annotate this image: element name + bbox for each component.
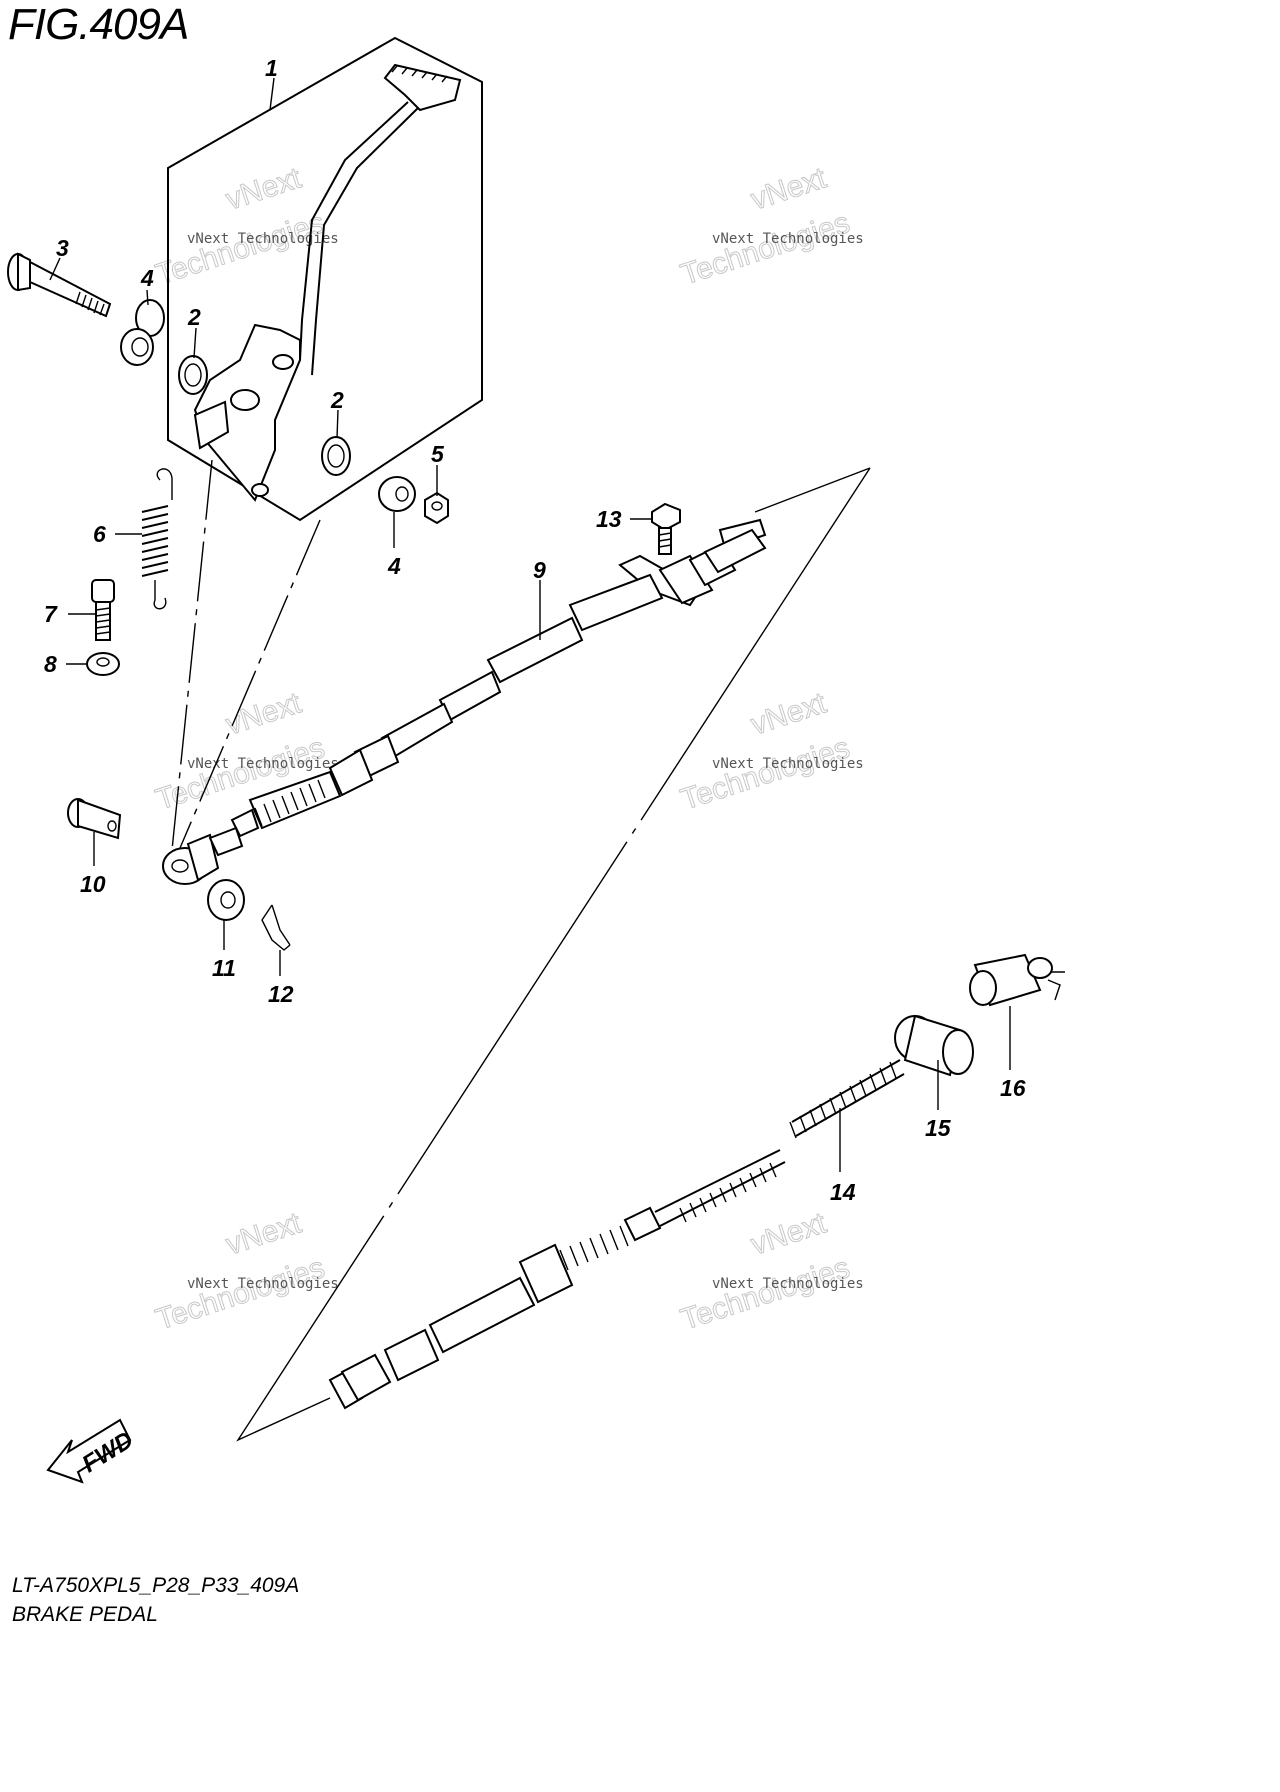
return-spring [141, 468, 173, 610]
callout-13: 13 [596, 506, 622, 532]
washer-11 [207, 879, 245, 921]
leader-4-left [146, 289, 149, 306]
callout-4: 4 [140, 265, 154, 291]
collar-right [378, 476, 416, 512]
nut-8 [86, 652, 120, 676]
cotter-pin [261, 904, 291, 951]
leader-2-right [336, 409, 339, 439]
cable-outline [754, 467, 871, 513]
section-name: BRAKE PEDAL [12, 1603, 158, 1626]
cable-outline [236, 467, 871, 1442]
callout-5: 5 [431, 441, 445, 467]
callout-11: 11 [212, 955, 236, 981]
svg-text:vNext: vNext [222, 686, 306, 741]
svg-text:vNext Technologies: vNext Technologies [187, 756, 339, 772]
svg-text:vNext Technologies: vNext Technologies [187, 231, 339, 247]
pedal-assembly-box [167, 36, 483, 522]
callout-3: 3 [56, 235, 69, 261]
callout-8: 8 [44, 651, 57, 677]
callout-2: 2 [330, 387, 344, 413]
fwd-arrow: FWD [46, 1418, 138, 1484]
clevis-pin [67, 798, 122, 840]
bolt-13 [651, 502, 681, 555]
svg-text:vNext: vNext [222, 1206, 306, 1261]
callout-14: 14 [830, 1179, 856, 1205]
svg-text:Technologies: Technologies [152, 1251, 329, 1337]
callout-1: 1 [265, 55, 278, 81]
guide-line [171, 459, 213, 851]
brake-cable-upper [162, 518, 767, 885]
collar-left [120, 299, 165, 366]
leader-3 [49, 257, 61, 281]
oil-seal-right [321, 436, 351, 476]
watermark: vNext Technologies vNext Technologies [676, 686, 864, 817]
oil-seal-left [178, 355, 208, 395]
svg-text:Technologies: Technologies [677, 1251, 854, 1337]
svg-text:vNext Technologies: vNext Technologies [712, 1276, 864, 1292]
callout-15: 15 [925, 1115, 952, 1141]
brake-pedal [193, 63, 462, 502]
svg-text:vNext Technologies: vNext Technologies [187, 1276, 339, 1292]
callout-6: 6 [93, 521, 106, 547]
svg-text:vNext: vNext [747, 1206, 831, 1261]
callout-4: 4 [387, 553, 401, 579]
watermark: vNext Technologies vNext Technologies [676, 161, 864, 292]
callout-12: 12 [268, 981, 294, 1007]
leader-1 [269, 77, 275, 111]
svg-text:vNext: vNext [747, 686, 831, 741]
guide-line [179, 519, 321, 849]
callout-7: 7 [44, 601, 58, 627]
callout-9: 9 [533, 557, 546, 583]
callout-10: 10 [80, 871, 106, 897]
bolt-7 [91, 579, 115, 641]
callout-16: 16 [1000, 1075, 1026, 1101]
svg-text:Technologies: Technologies [152, 206, 329, 292]
figure-title: FIG.409A [8, 0, 189, 49]
svg-text:Technologies: Technologies [677, 206, 854, 292]
svg-text:vNext Technologies: vNext Technologies [712, 756, 864, 772]
watermark: vNext Technologies vNext Technologies [676, 1206, 864, 1337]
callout-2: 2 [187, 304, 201, 330]
brake-cable-lower [328, 953, 1065, 1410]
callouts: 1 3 4 2 2 5 4 6 7 8 13 9 10 11 12 14 15 … [44, 55, 1026, 1205]
watermark: vNext Technologies vNext Technologies [151, 1206, 339, 1337]
leader-lines [49, 77, 1011, 1172]
svg-text:Technologies: Technologies [677, 731, 854, 817]
svg-text:vNext: vNext [222, 161, 306, 216]
nut-5 [424, 491, 449, 525]
svg-text:vNext: vNext [747, 161, 831, 216]
svg-text:vNext Technologies: vNext Technologies [712, 231, 864, 247]
leader-2-left [193, 327, 197, 359]
model-code: LT-A750XPL5_P28_P33_409A [12, 1574, 300, 1597]
pivot-bolt [7, 252, 112, 318]
